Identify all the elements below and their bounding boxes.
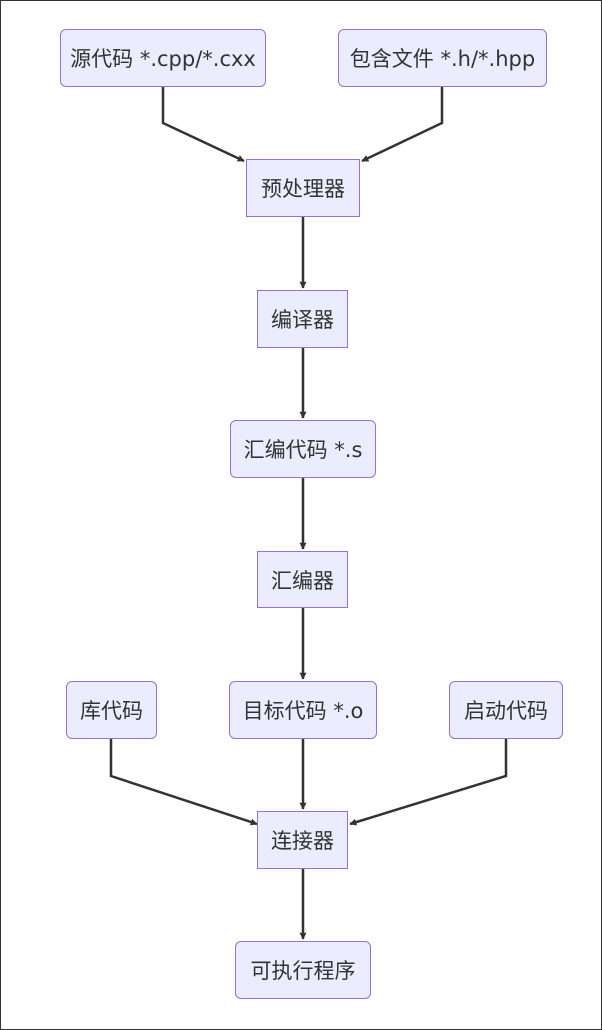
node-object-code: 目标代码 *.o bbox=[229, 681, 377, 739]
node-assembler: 汇编器 bbox=[257, 551, 348, 608]
node-assembly-code: 汇编代码 *.s bbox=[230, 420, 376, 478]
node-compiler: 编译器 bbox=[257, 290, 348, 348]
node-source-code: 源代码 *.cpp/*.cxx bbox=[60, 29, 266, 87]
node-linker: 连接器 bbox=[257, 811, 348, 869]
node-header-files: 包含文件 *.h/*.hpp bbox=[338, 29, 547, 87]
node-preprocessor: 预处理器 bbox=[246, 159, 360, 217]
edge-source-to-preprocessor bbox=[161, 87, 245, 163]
edge-startup-to-linker bbox=[349, 739, 508, 826]
node-library-code: 库代码 bbox=[66, 681, 157, 739]
edge-library-to-linker bbox=[109, 739, 258, 826]
edge-header-to-preprocessor bbox=[361, 87, 444, 163]
node-startup-code: 启动代码 bbox=[449, 681, 563, 739]
node-executable: 可执行程序 bbox=[235, 941, 371, 999]
